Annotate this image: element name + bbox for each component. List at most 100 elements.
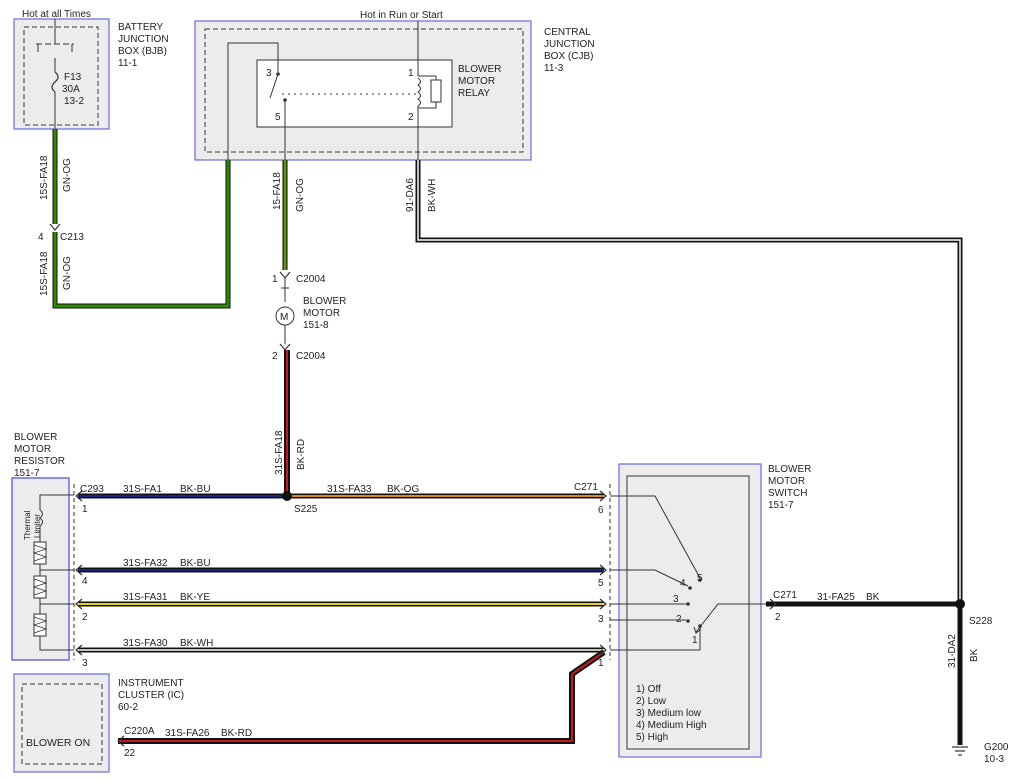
- w4-color: BK-WH: [427, 179, 438, 212]
- relay-coil-icon: [417, 77, 421, 107]
- w9-color: BK-YE: [180, 592, 210, 603]
- bjb-title-1: BATTERY: [118, 22, 164, 33]
- switch-title-1: BLOWER: [768, 464, 811, 475]
- w13-circuit: 31S-FA26: [165, 728, 210, 739]
- switch-pos-2: 2: [676, 614, 682, 625]
- w8-circuit: 31S-FA32: [123, 558, 168, 569]
- c271-label-right: C271: [773, 590, 797, 601]
- w2-circuit: 15S-FA18: [39, 251, 50, 296]
- bjb-title-4: 11-1: [118, 58, 138, 69]
- cluster-title-3: 60-2: [118, 702, 138, 713]
- sw-pin-1: 1: [598, 658, 604, 669]
- c220a-label: C220A: [124, 726, 155, 737]
- central-junction-box: Hot in Run or Start CENTRAL JUNCTION BOX…: [194, 10, 595, 161]
- s228-label: S228: [969, 616, 993, 627]
- w6-circuit: 31S-FA1: [123, 484, 162, 495]
- blower-motor: M 1 C2004 BLOWER MOTOR 151-8 2 C2004: [272, 271, 346, 362]
- motor-title-3: 151-8: [303, 320, 329, 331]
- c213-connector-icon: [49, 223, 61, 231]
- w9-circuit: 31S-FA31: [123, 592, 168, 603]
- cjb-title-1: CENTRAL: [544, 27, 591, 38]
- instrument-cluster: BLOWER ON INSTRUMENT CLUSTER (IC) 60-2 C…: [13, 673, 252, 773]
- c213-label: C213: [60, 232, 84, 243]
- w3-color: GN-OG: [295, 178, 306, 212]
- cjb-title-2: JUNCTION: [544, 39, 595, 50]
- fuse-label-1: F13: [64, 72, 82, 83]
- res-pin-1: 1: [82, 504, 88, 515]
- w13-color: BK-RD: [221, 728, 252, 739]
- w10-circuit: 31S-FA30: [123, 638, 168, 649]
- w7-color: BK-OG: [387, 484, 419, 495]
- switch-legend-3: 3) Medium low: [636, 708, 702, 719]
- s225-splice: [282, 491, 292, 501]
- switch-title-3: SWITCH: [768, 488, 807, 499]
- fuse-label-2: 30A: [62, 84, 80, 95]
- w5-circuit: 31S-FA18: [274, 430, 285, 475]
- w6-color: BK-BU: [180, 484, 211, 495]
- w4-circuit: 91-DA6: [405, 178, 416, 212]
- switch-pos-5: 5: [697, 573, 703, 584]
- cluster-title-1: INSTRUMENT: [118, 678, 184, 689]
- bjb-title-2: JUNCTION: [118, 34, 169, 45]
- relay-pin-1: 1: [408, 68, 414, 79]
- battery-junction-box: Hot at all Times BATTERY JUNCTION BOX (B…: [13, 9, 169, 130]
- thermal-limiter-label-2: Limiter: [33, 514, 42, 538]
- fuse-icon: [51, 71, 59, 93]
- switch-title-2: MOTOR: [768, 476, 805, 487]
- res-pin-2: 2: [82, 612, 88, 623]
- relay-contact-icon: [269, 73, 279, 99]
- switch-legend-2: 2) Low: [636, 696, 667, 707]
- ground-icon: [952, 746, 968, 756]
- c293-label: C293: [80, 484, 104, 495]
- w1-circuit: 15S-FA18: [39, 155, 50, 200]
- resistor-title-3: RESISTOR: [14, 456, 65, 467]
- ground-name: G200: [984, 742, 1009, 753]
- relay-pin-3: 3: [266, 68, 272, 79]
- bjb-title-3: BOX (BJB): [118, 46, 167, 57]
- sw-pin-6: 6: [598, 505, 604, 516]
- relay-title-1: BLOWER: [458, 64, 501, 75]
- c271-label-left: C271: [574, 482, 598, 493]
- harness-wires: [78, 491, 965, 745]
- cjb-title-3: BOX (CJB): [544, 51, 593, 62]
- relay-pin-2: 2: [408, 112, 414, 123]
- w3-circuit: 15-FA18: [272, 172, 283, 210]
- switch-pos-4: 4: [680, 578, 686, 589]
- green-wires: [49, 129, 288, 309]
- motor-symbol: M: [280, 312, 288, 323]
- switch-pos-3: 3: [673, 594, 679, 605]
- switch-legend-4: 4) Medium High: [636, 720, 707, 731]
- relay-title-2: MOTOR: [458, 76, 495, 87]
- res-pin-4: 4: [82, 576, 88, 587]
- resistor-title-4: 151-7: [14, 468, 40, 479]
- relay-title-3: RELAY: [458, 88, 490, 99]
- w11-circuit: 31-FA25: [817, 592, 855, 603]
- fuse-label-3: 13-2: [64, 96, 84, 107]
- switch-wiper-icon: [695, 603, 766, 633]
- switch-title-4: 151-7: [768, 500, 794, 511]
- switch-pos-1: 1: [692, 635, 698, 646]
- c2004-label-bottom: C2004: [296, 351, 326, 362]
- w12-circuit: 31-DA2: [947, 634, 958, 668]
- w12-color: BK: [969, 648, 980, 662]
- cjb-title-4: 11-3: [544, 63, 564, 74]
- w5-color: BK-RD: [296, 439, 307, 470]
- w11-color: BK: [866, 592, 880, 603]
- w10-color: BK-WH: [180, 638, 213, 649]
- connector-chevrons: [75, 490, 777, 747]
- motor-title-1: BLOWER: [303, 296, 346, 307]
- c213-pin: 4: [38, 232, 44, 243]
- relay-diode-icon: [430, 79, 442, 103]
- blower-motor-switch: BLOWER MOTOR SWITCH 151-7 5 4 3 2 1 1) O…: [609, 463, 811, 758]
- sw-pin-5: 5: [598, 578, 604, 589]
- s225-label: S225: [294, 504, 318, 515]
- sw-pin-3: 3: [598, 614, 604, 625]
- w1-color: GN-OG: [62, 158, 73, 192]
- hot-at-all-times-label: Hot at all Times: [22, 9, 91, 20]
- thermal-limiter-icon: [39, 509, 43, 527]
- c2004-label-top: C2004: [296, 274, 326, 285]
- w7-circuit: 31S-FA33: [327, 484, 372, 495]
- res-pin-3: 3: [82, 658, 88, 669]
- thermal-limiter-label-1: Thermal: [23, 510, 32, 540]
